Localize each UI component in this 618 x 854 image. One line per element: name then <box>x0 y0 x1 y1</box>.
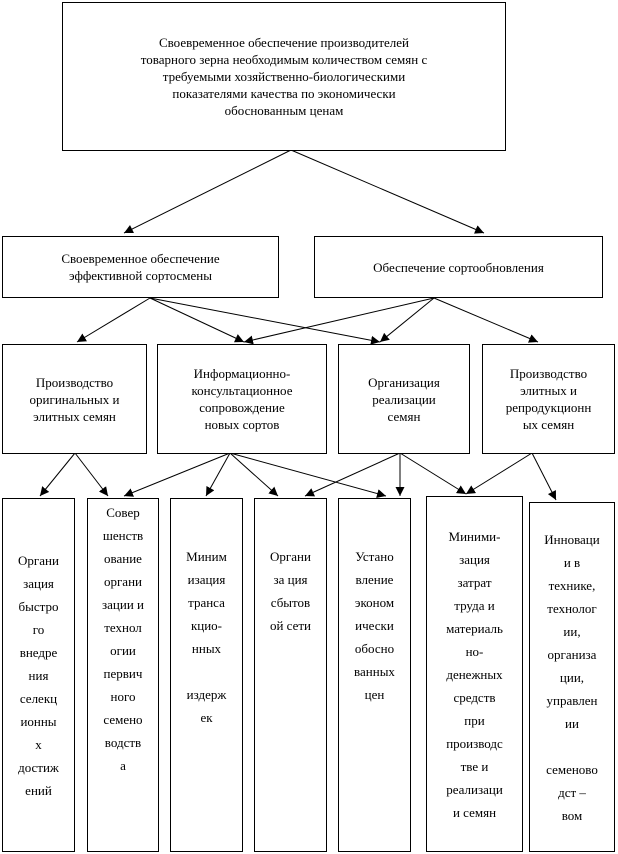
arrow-l1b-to-l2d <box>433 297 539 343</box>
arrow-l1a-to-l2c <box>149 297 381 345</box>
arrow-l2b-to-l3d <box>229 452 279 497</box>
arrow-l1b-to-l2c <box>379 297 435 343</box>
vnedrenie-selekcionnyh-text: Органи зация быстро го внедре ния селекц… <box>18 552 59 798</box>
arrow-l2c-to-l3f <box>399 452 467 495</box>
arrow-l2a-to-l3a <box>39 452 76 497</box>
goal-text: Своевременное обеспечение производителей… <box>140 35 428 118</box>
box-minimizaciya-transakcionnyh: Миним изация транса кцио- нных издерж ек <box>170 498 243 852</box>
box-sortosmena: Своевременное обеспечение эффективной со… <box>2 236 279 298</box>
sortosmena-text: Своевременное обеспечение эффективной со… <box>61 251 220 283</box>
box-vnedrenie-selekcionnyh: Органи зация быстро го внедре ния селекц… <box>2 498 75 852</box>
proizvodstvo-originalnyh-text: Производство оригинальных и элитных семя… <box>29 374 120 424</box>
box-innovacii: Инноваци и в технике, технолог ии, орган… <box>529 502 615 852</box>
box-ustanovlenie-cen: Устано вление эконом ически обосно ванны… <box>338 498 411 852</box>
box-organizaciya-sbytovoy-seti: Органи за ция сбытов ой сети <box>254 498 327 852</box>
minimizaciya-zatrat-text: Миними- зация затрат труда и материаль н… <box>446 528 503 820</box>
informacionno-konsultacionnoe-text: Информационно- консультационное сопровож… <box>191 366 293 432</box>
proizvodstvo-elitnyh-text: Производство элитных и репродукционн ых … <box>505 366 592 432</box>
arrow-l2d-to-l3g <box>531 452 557 501</box>
innovacii-text: Инноваци и в технике, технолог ии, орган… <box>544 531 600 823</box>
arrow-l1b-to-l2b <box>243 297 435 345</box>
box-informacionno-konsultacionnoe: Информационно- консультационное сопровож… <box>157 344 327 454</box>
box-proizvodstvo-elitnyh: Производство элитных и репродукционн ых … <box>482 344 615 454</box>
arrow-l1a-to-l2a <box>76 297 151 343</box>
arrow-l2c-to-l3d <box>304 452 401 497</box>
organizaciya-realizacii-text: Организация реализации семян <box>368 374 440 424</box>
box-sortoobnovlenie: Обеспечение сортообновления <box>314 236 603 298</box>
ustanovlenie-cen-text: Устано вление эконом ически обосно ванны… <box>354 549 395 702</box>
arrow-l2d-to-l3f <box>465 452 533 495</box>
arrow-top-to-sortosmena <box>123 149 292 234</box>
arrow-l2a-to-l3b <box>74 452 109 497</box>
sovershenstvovanie-semenovodstva-text: Совер шенств ование органи зации и техно… <box>102 505 144 773</box>
box-sovershenstvovanie-semenovodstva: Совер шенств ование органи зации и техно… <box>87 498 159 852</box>
arrow-l2b-to-l3e <box>229 452 387 498</box>
minimizaciya-transakcionnyh-text: Миним изация транса кцио- нных издерж ек <box>186 549 227 725</box>
box-proizvodstvo-originalnyh: Производство оригинальных и элитных семя… <box>2 344 147 454</box>
sortoobnovlenie-text: Обеспечение сортообновления <box>373 259 544 275</box>
arrow-top-to-sortoobnovlenie <box>290 149 485 234</box>
box-minimizaciya-zatrat: Миними- зация затрат труда и материаль н… <box>426 496 523 852</box>
box-goal: Своевременное обеспечение производителей… <box>62 2 506 151</box>
box-organizaciya-realizacii: Организация реализации семян <box>338 344 470 454</box>
arrow-l2b-to-l3c <box>205 452 231 497</box>
arrow-l1a-to-l2b <box>149 297 245 343</box>
arrow-l2b-to-l3b <box>123 452 231 497</box>
organizaciya-sbytovoy-seti-text: Органи за ция сбытов ой сети <box>269 549 312 633</box>
